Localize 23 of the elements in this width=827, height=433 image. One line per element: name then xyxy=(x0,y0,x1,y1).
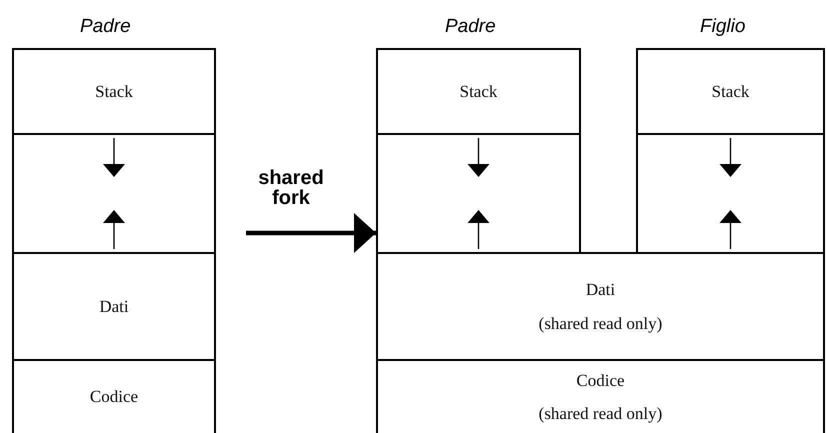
segment-name: Dati xyxy=(99,296,129,318)
segment-name: Codice xyxy=(576,370,625,391)
memory-segment-box xyxy=(376,48,581,135)
segment-name: Stack xyxy=(95,80,133,102)
memory-segment-box xyxy=(12,359,216,433)
memory-gap-box xyxy=(636,133,825,254)
memory-segment-box xyxy=(12,48,216,135)
process-title: Figlio xyxy=(700,16,746,38)
segment-note: (shared read only) xyxy=(538,312,662,334)
memory-segment-box xyxy=(376,252,825,361)
segment-note: (shared read only) xyxy=(538,403,662,424)
process-title: Padre xyxy=(445,16,496,38)
memory-gap-box xyxy=(12,133,216,254)
memory-segment-box xyxy=(12,252,216,361)
memory-gap-box xyxy=(376,133,581,254)
arrow xyxy=(246,213,376,253)
segment-name: Stack xyxy=(460,80,498,102)
memory-segment-box xyxy=(376,359,825,433)
segment-name: Stack xyxy=(712,80,750,102)
process-title: Padre xyxy=(80,16,131,38)
memory-segment-box xyxy=(636,48,825,135)
segment-name: Dati xyxy=(586,279,616,300)
segment-name: Codice xyxy=(90,386,138,408)
